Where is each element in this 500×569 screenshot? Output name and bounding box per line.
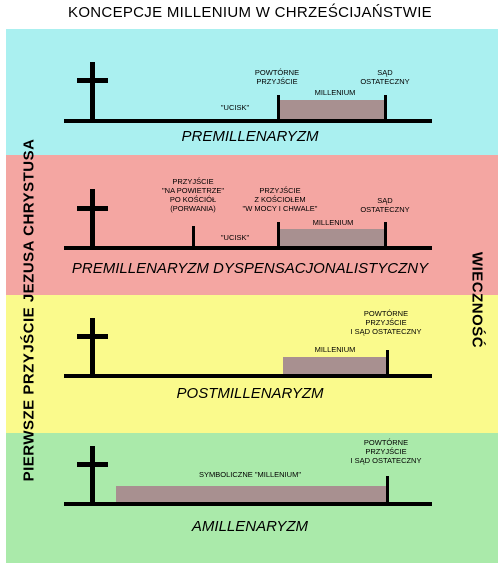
band-premillenarism: [6, 29, 498, 155]
concept-name: POSTMILLENARYZM: [176, 385, 324, 402]
second-coming-judgment-label: POWTÓRNE PRZYJŚCIE I SĄD OSTATECZNY: [350, 309, 422, 336]
millennium-label: MILLENIUM: [314, 345, 356, 354]
concept-name: AMILLENARYZM: [191, 518, 309, 535]
cross-icon: [90, 446, 95, 504]
second-coming-marker: [386, 350, 389, 376]
millennium-bar: [116, 486, 387, 504]
timeline-postmillenarism: [64, 318, 432, 378]
second-coming-marker: [277, 95, 280, 121]
cross-icon: [90, 189, 95, 247]
millennium-label: SYMBOLICZNE "MILLENIUM": [198, 470, 301, 479]
cross-icon: [90, 318, 95, 376]
judgment-label: SĄD OSTATECZNY: [360, 68, 410, 86]
judgment-label: SĄD OSTATECZNY: [360, 196, 410, 214]
millennium-bar: [279, 229, 385, 247]
first-coming-label: PIERWSZE PRZYJŚCIE JEZUSA CHRYSTUSA: [20, 138, 38, 482]
timeline-premillenarism: [64, 62, 432, 123]
cross-icon-bar: [77, 462, 108, 467]
millennium-label: MILLENIUM: [312, 218, 354, 227]
side-left-container: PIERWSZE PRZYJŚCIE JEZUSA CHRYSTUSA: [14, 120, 44, 500]
tribulation-label: "UCISK": [220, 233, 250, 242]
band-dispensational: [6, 155, 498, 295]
coming-with-church-label: PRZYJŚCIE Z KOŚCIOŁEM "W MOCY I CHWALE": [242, 186, 318, 213]
timeline-line: [64, 246, 432, 250]
second-coming-marker: [386, 476, 389, 504]
timeline-line: [64, 119, 432, 123]
cross-icon-bar: [77, 206, 108, 211]
coming-marker: [277, 222, 280, 248]
second-coming-label: POWTÓRNE PRZYJŚCIE: [254, 68, 300, 86]
timeline-line: [64, 502, 432, 506]
tribulation-label: "UCISK": [220, 103, 250, 112]
timeline-amillenarism: [64, 446, 432, 506]
concept-name: PREMILLENARYZM DYSPENSACJONALISTYCZNY: [71, 260, 429, 277]
judgment-marker: [384, 95, 387, 121]
millennium-label: MILLENIUM: [314, 88, 356, 97]
cross-icon-bar: [77, 78, 108, 83]
concept-name: PREMILLENARYZM: [181, 128, 319, 145]
judgment-marker: [384, 222, 387, 248]
cross-icon: [90, 62, 95, 120]
timeline-dispensational: [64, 189, 432, 250]
second-coming-judgment-label: POWTÓRNE PRZYJŚCIE I SĄD OSTATECZNY: [350, 438, 422, 465]
timeline-line: [64, 374, 432, 378]
rapture-label: PRZYJŚCIE "NA POWIETRZE" PO KOŚCIÓŁ (POR…: [162, 177, 224, 213]
rapture-marker: [192, 226, 195, 248]
band-postmillenarism: [6, 295, 498, 433]
millennium-bar: [283, 357, 387, 376]
side-right-container: WIECZNOŚĆ: [462, 230, 492, 370]
millennium-bar: [279, 100, 385, 120]
diagram-title: KONCEPCJE MILLENIUM W CHRZEŚCIJAŃSTWIE: [68, 4, 432, 21]
cross-icon-bar: [77, 334, 108, 339]
eternity-label: WIECZNOŚĆ: [468, 251, 486, 349]
